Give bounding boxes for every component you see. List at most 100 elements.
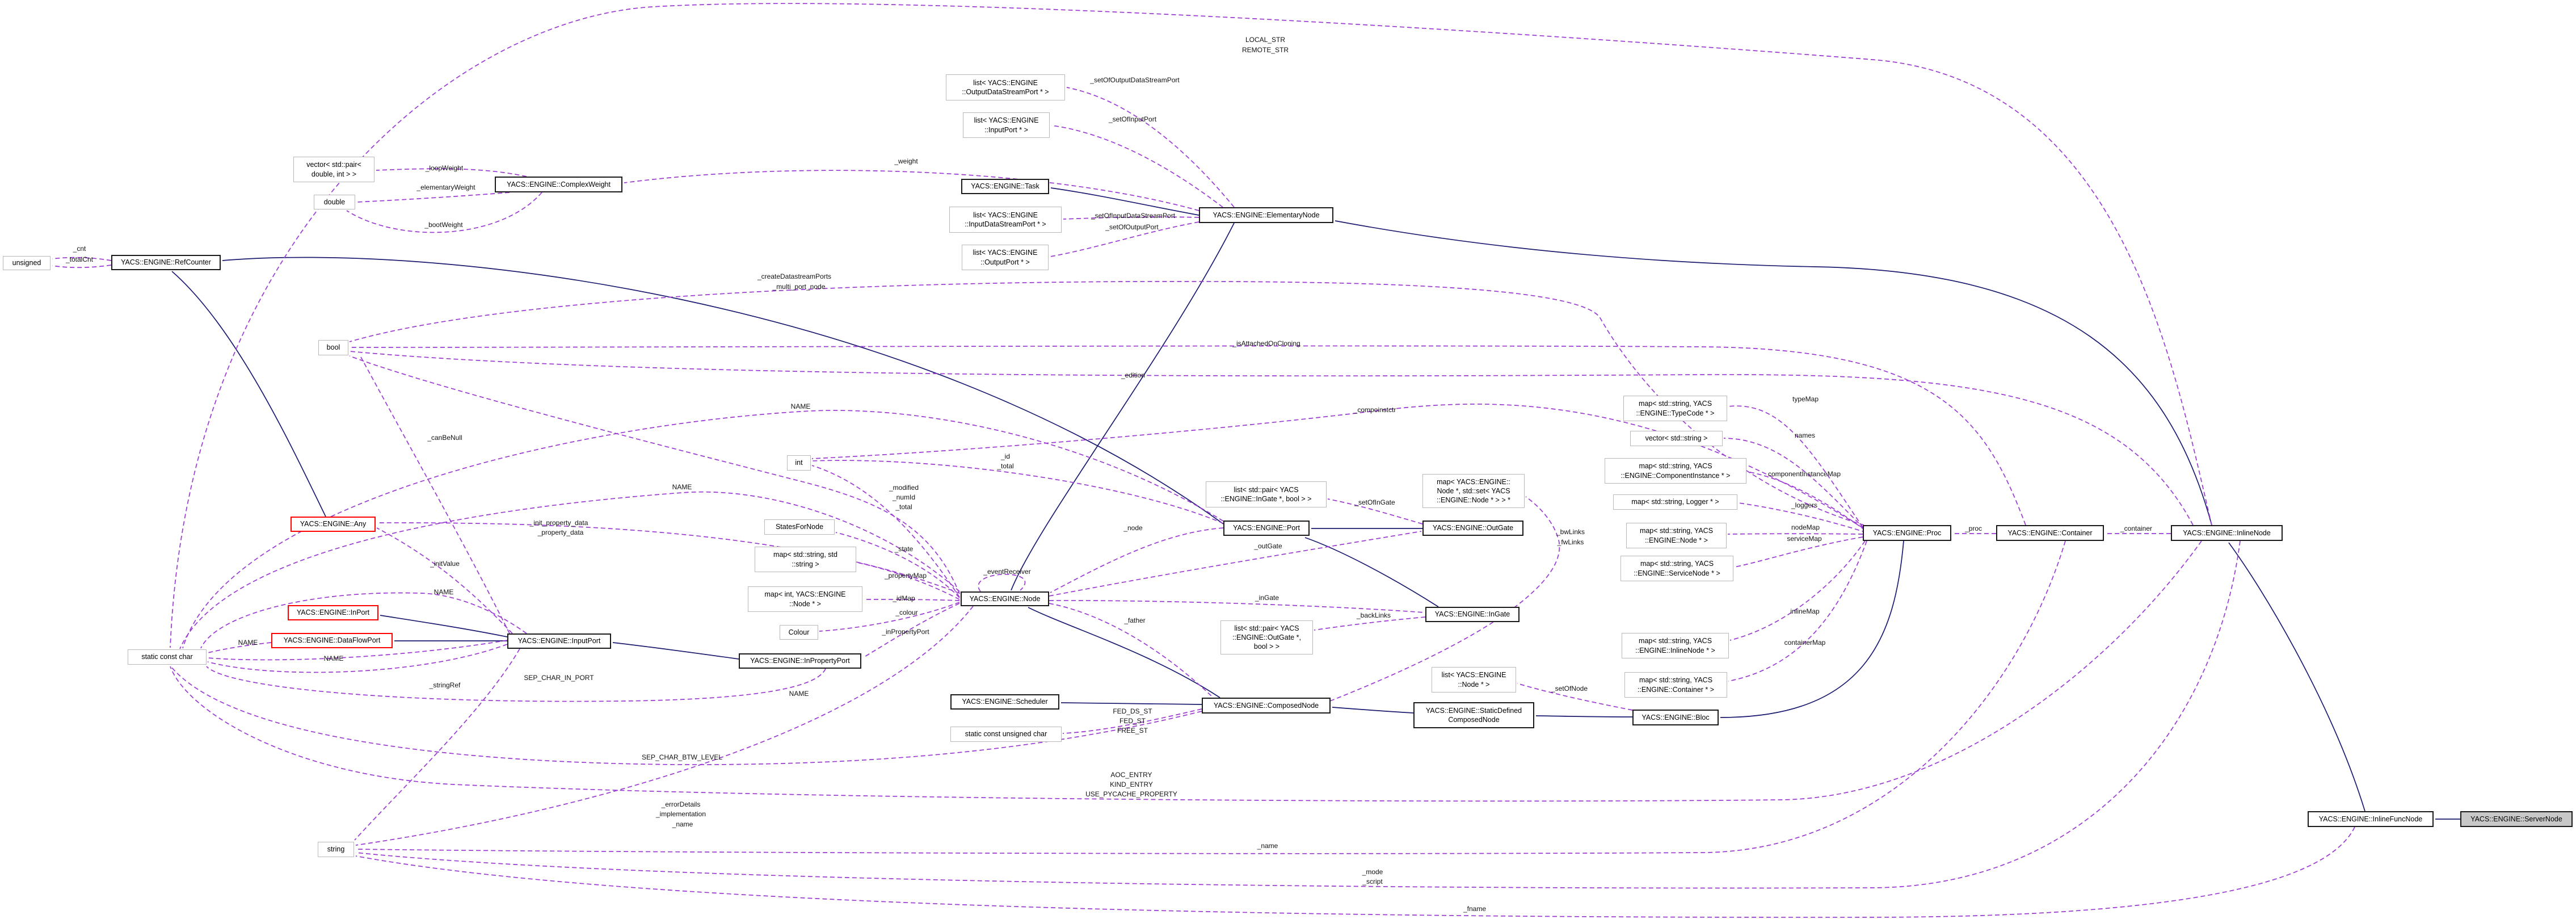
class-node-map-int-node: map< int, YACS::ENGINE::Node * > xyxy=(748,586,862,612)
class-node-label: YACS::ENGINE::ElementaryNode xyxy=(1213,211,1320,219)
class-node-container[interactable]: YACS::ENGINE::Container xyxy=(1996,525,2104,541)
edge-loopweight xyxy=(376,168,527,177)
edge-idmap xyxy=(863,599,960,601)
edge-composednode-to-node xyxy=(1028,607,1220,698)
edge-label: _isAttachedOnCloning xyxy=(1232,339,1300,347)
class-node-inport[interactable]: YACS::ENGINE::InPort xyxy=(288,605,378,620)
class-node-map-servicenode: map< std::string, YACS::ENGINE::ServiceN… xyxy=(1620,556,1733,581)
edge-isattachedoncloning xyxy=(350,345,2026,526)
edge-label: KIND_ENTRY xyxy=(1110,780,1153,788)
edge-bootweight xyxy=(346,192,542,233)
class-node-inlinefuncnode[interactable]: YACS::ENGINE::InlineFuncNode xyxy=(2308,811,2434,827)
class-node-inputport[interactable]: YACS::ENGINE::InputPort xyxy=(507,633,611,649)
class-node-dataflowport[interactable]: YACS::ENGINE::DataFlowPort xyxy=(271,633,393,648)
edge-elementaryweight xyxy=(356,192,510,203)
edge-label: componentInstanceMap xyxy=(1767,470,1841,478)
class-node-label: YACS::ENGINE::Any xyxy=(300,520,367,528)
edge-name-inpropertyport xyxy=(206,666,826,702)
class-node-any[interactable]: YACS::ENGINE::Any xyxy=(291,517,376,532)
class-node-label: ::OutputPort * > xyxy=(980,258,1030,266)
edge-label: _idMap xyxy=(893,594,915,602)
edge-label: _colour xyxy=(895,609,918,616)
class-node-outgate[interactable]: YACS::ENGINE::OutGate xyxy=(1422,521,1523,536)
edge-label: _propertyMap xyxy=(884,572,927,580)
edge-name-inputport xyxy=(207,640,508,661)
class-node-elementarynode[interactable]: YACS::ENGINE::ElementaryNode xyxy=(1199,207,1333,223)
edge-label: AOC_ENTRY xyxy=(1110,771,1152,779)
class-node-label: map< YACS::ENGINE:: xyxy=(1437,477,1510,486)
edge-label: _container xyxy=(2120,524,2153,532)
edge-canbenull xyxy=(360,356,510,634)
edge-label: _loopWeight xyxy=(425,164,464,172)
class-node-unsigned: unsigned xyxy=(3,256,50,270)
edge-port-to-refcounter xyxy=(222,257,1224,524)
edge-label: _name xyxy=(1257,842,1278,850)
edge-fname xyxy=(355,826,2355,918)
class-node-complexweight[interactable]: YACS::ENGINE::ComplexWeight xyxy=(495,177,622,192)
class-node-label: map< std::string, Logger * > xyxy=(1631,498,1719,506)
edge-init-property-data xyxy=(376,522,960,594)
class-node-label: YACS::ENGINE::ComplexWeight xyxy=(507,180,611,188)
edge-label: _createDatastreamPorts xyxy=(757,272,832,280)
edge-label: _eventReceiver xyxy=(983,568,1031,576)
class-node-label: static const char xyxy=(141,653,193,661)
class-node-ingate[interactable]: YACS::ENGINE::InGate xyxy=(1425,607,1519,622)
edge-propertymap xyxy=(857,562,960,600)
edge-local-str-remote-str xyxy=(170,3,2212,648)
class-node-statesfornode: StatesForNode xyxy=(764,519,835,535)
class-node-label: list< std::pair< YACS xyxy=(1234,485,1299,494)
edge-servicemap xyxy=(1734,536,1863,568)
class-node-static-const-char: static const char xyxy=(128,649,207,665)
edge-label: USE_PYCACHE_PROPERTY xyxy=(1085,790,1177,798)
edge-label: _stringRef xyxy=(429,681,461,689)
edge-label: _backLinks xyxy=(1356,611,1391,619)
edge-label: names xyxy=(1794,431,1816,439)
edge-containermap xyxy=(1728,540,1867,682)
class-node-label: list< std::pair< YACS xyxy=(1234,624,1299,632)
class-node-task[interactable]: YACS::ENGINE::Task xyxy=(961,179,1049,194)
class-node-servernode[interactable]: YACS::ENGINE::ServerNode xyxy=(2460,811,2573,827)
edge-label: _canBeNull xyxy=(427,434,462,442)
class-node-label: list< YACS::ENGINE xyxy=(973,211,1038,219)
edge-ingate xyxy=(1049,600,1425,613)
edge-elementarynode-to-task xyxy=(1050,187,1199,216)
edge-label: _mode xyxy=(1362,868,1383,876)
class-node-node[interactable]: YACS::ENGINE::Node xyxy=(961,591,1049,606)
class-node-port[interactable]: YACS::ENGINE::Port xyxy=(1223,521,1310,536)
edge-name-port xyxy=(182,410,1224,649)
edge-label: _setOfInputDataStreamPort xyxy=(1091,212,1176,220)
class-node-inlinenode[interactable]: YACS::ENGINE::InlineNode xyxy=(2171,525,2283,541)
class-node-proc[interactable]: YACS::ENGINE::Proc xyxy=(1863,525,1951,541)
edge-label: typeMap xyxy=(1792,395,1819,403)
class-node-label: ::ENGINE::TypeCode * > xyxy=(1636,409,1715,417)
edge-label: _state xyxy=(894,545,914,553)
edge-edition xyxy=(350,351,2194,526)
class-node-label: ::string > xyxy=(792,560,819,568)
class-node-label: YACS::ENGINE::InPort xyxy=(296,609,370,617)
edge-label: REMOTE_STR xyxy=(1241,46,1289,54)
edge-name-any xyxy=(200,592,527,649)
edge-names xyxy=(1723,438,1864,529)
class-node-label: list< YACS::ENGINE xyxy=(1441,671,1506,679)
class-node-refcounter[interactable]: YACS::ENGINE::RefCounter xyxy=(111,255,221,270)
edge-name-node xyxy=(179,491,960,649)
class-node-inpropertyport[interactable]: YACS::ENGINE::InPropertyPort xyxy=(739,653,861,669)
class-node-label: list< YACS::ENGINE xyxy=(973,249,1038,257)
class-node-label: map< std::string, YACS xyxy=(1638,400,1712,408)
class-node-bool: bool xyxy=(318,340,348,355)
edge-label: _modified xyxy=(889,484,919,492)
class-node-bloc[interactable]: YACS::ENGINE::Bloc xyxy=(1632,710,1719,725)
edge-state xyxy=(835,532,960,598)
class-node-scheduler[interactable]: YACS::ENGINE::Scheduler xyxy=(950,694,1059,710)
edge-typemap xyxy=(1728,405,1863,528)
edge-createdatastreamports xyxy=(349,280,1864,526)
class-node-label: YACS::ENGINE::Task xyxy=(971,182,1039,191)
class-node-string: string xyxy=(318,842,354,857)
class-node-label: bool > > xyxy=(1253,643,1280,651)
class-node-composednode[interactable]: YACS::ENGINE::ComposedNode xyxy=(1202,698,1331,714)
class-node-label: YACS::ENGINE::Container xyxy=(2007,528,2093,537)
edge-label: FED_DS_ST xyxy=(1113,707,1152,715)
